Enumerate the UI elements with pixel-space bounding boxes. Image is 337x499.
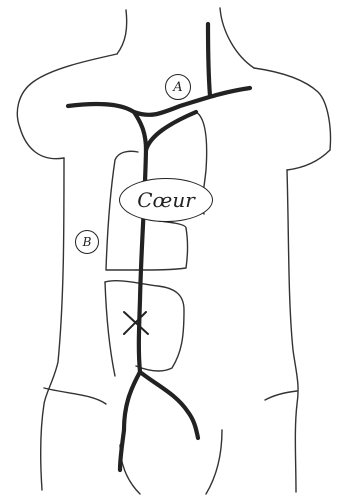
left-torso-outline [41,158,64,490]
left-leg-vessel [124,372,140,430]
right-branch-vessel [146,112,196,150]
left-arm-inner [20,128,64,159]
intestine-outline [105,281,184,371]
collar-vessel [68,88,250,115]
label-coeur: Cœur [119,178,213,222]
right-leg-line [206,430,222,494]
intestine-left-line [105,282,115,376]
right-leg-vessel [140,372,198,438]
neck-vessel [208,24,210,96]
neck-right-outline [220,8,254,68]
label-a: A [165,74,191,100]
left-shoulder-outline [17,54,117,128]
neck-left-outline [117,10,127,54]
left-branch-vessel [134,112,146,150]
right-shoulder-outline [254,68,331,150]
right-arm-outline [287,150,330,170]
right-hip-line [265,391,297,400]
right-torso-outline [287,170,298,492]
left-hip-line [44,388,106,404]
left-leg-vessel-low [120,430,124,470]
label-b: B [75,230,99,254]
